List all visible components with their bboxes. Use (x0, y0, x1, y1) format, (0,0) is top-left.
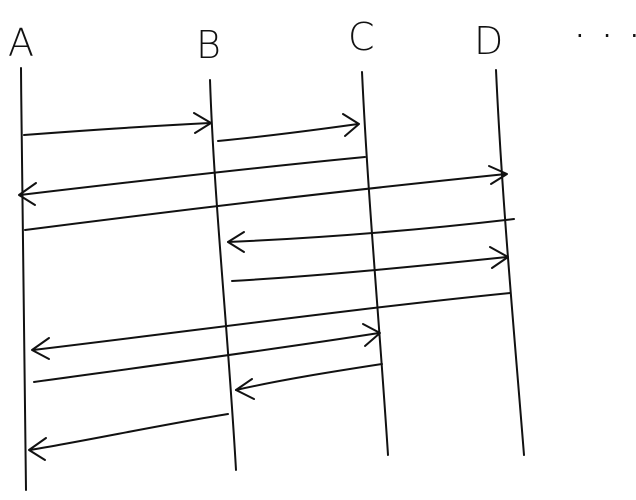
lifelines (20, 67, 525, 491)
lifeline-a (20, 67, 27, 491)
message-b-to-a (28, 413, 229, 461)
message-d-to-b (227, 218, 515, 253)
message-a-to-b (23, 112, 212, 136)
message-c-to-b (235, 363, 383, 400)
message-a-to-d (24, 165, 508, 231)
participant-label-a: A (8, 21, 34, 65)
message-b-to-c (217, 113, 360, 142)
messages (18, 112, 515, 461)
more-participants-ellipsis: · · · (576, 22, 636, 50)
lifeline-c (361, 71, 389, 456)
message-d-to-a (31, 292, 511, 360)
participant-label-b: B (196, 23, 221, 67)
participant-label-c: C (348, 15, 375, 59)
message-c-to-a (18, 156, 366, 206)
lifeline-b (209, 79, 237, 471)
message-a-to-c (33, 323, 381, 383)
lifeline-d (495, 69, 525, 456)
participant-label-d: D (474, 19, 503, 63)
message-b-to-d (231, 246, 509, 282)
